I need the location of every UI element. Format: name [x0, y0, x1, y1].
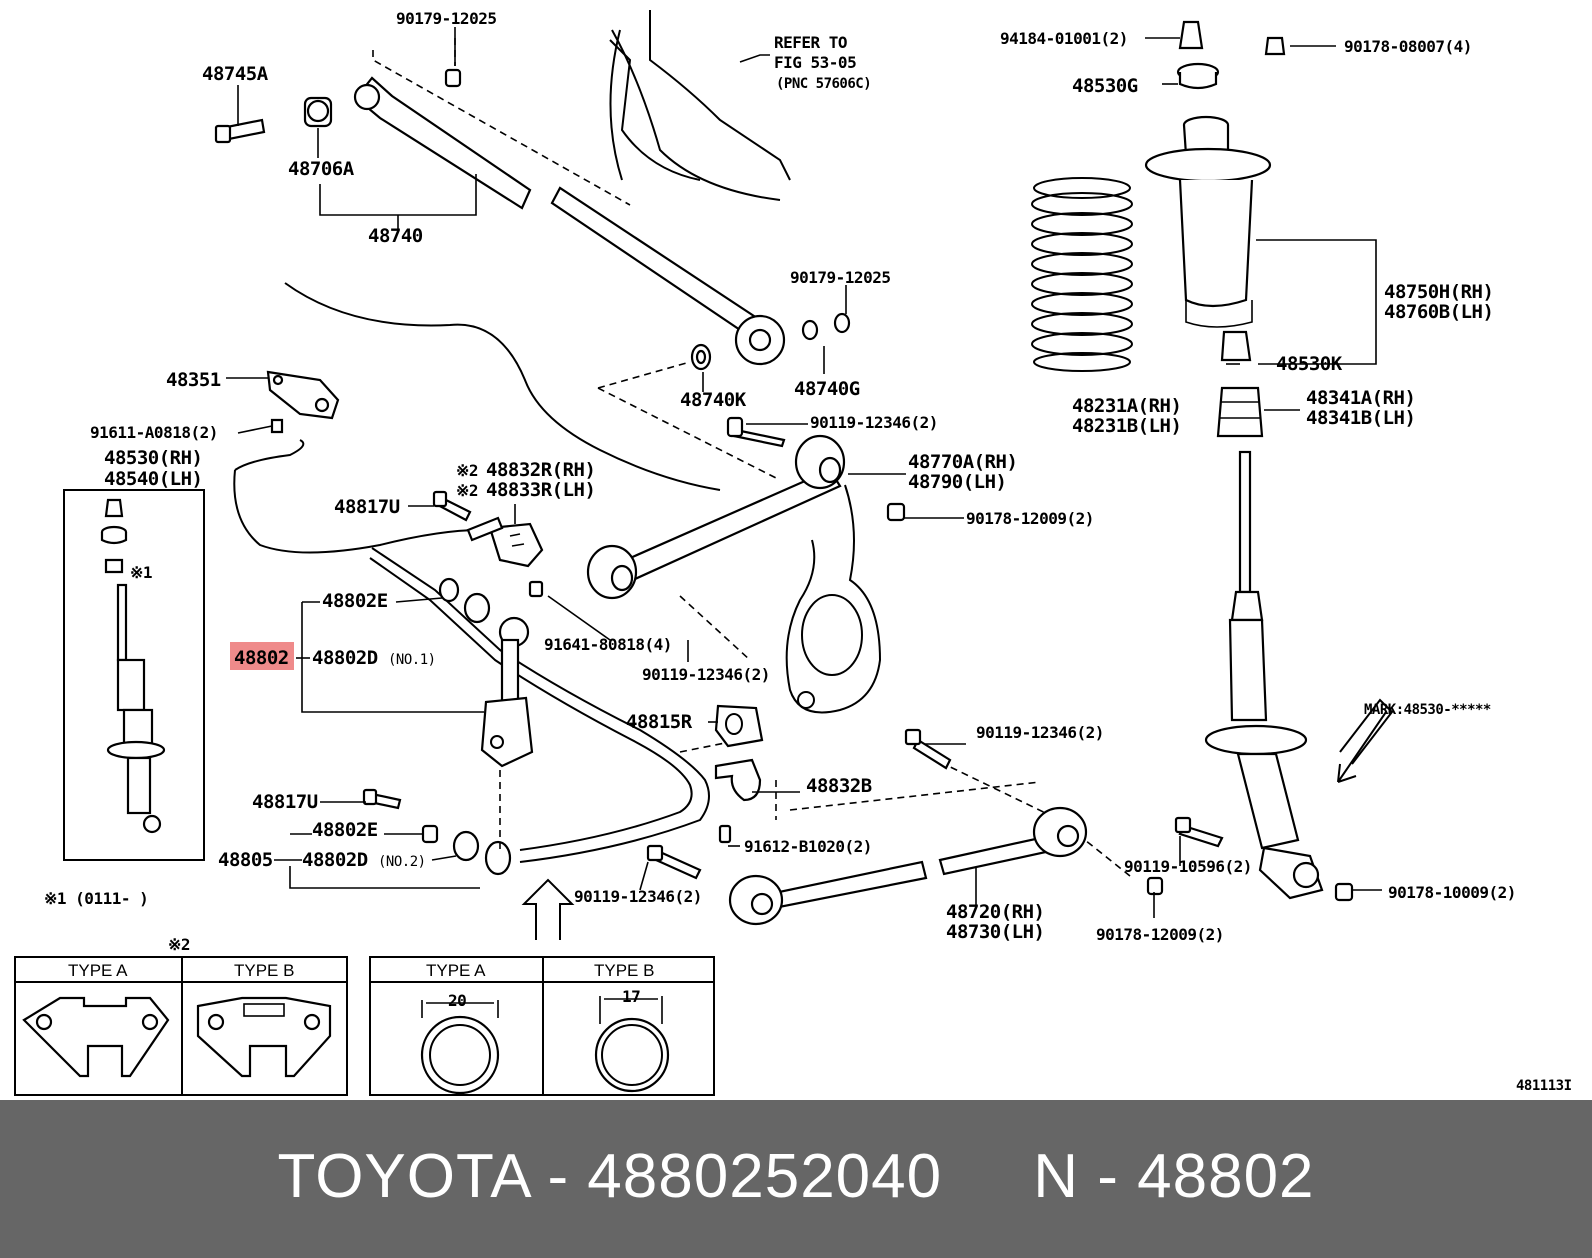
label-no1: (NO.1)	[388, 652, 436, 668]
label-48802E-b: 48802E	[312, 819, 378, 841]
label-48817U-a: 48817U	[334, 496, 400, 518]
stabilizer-bushing-48815R	[714, 704, 764, 748]
type-b-header-2: TYPE B	[594, 961, 654, 980]
stabilizer-bar-48805	[369, 547, 710, 876]
label-mark: MARK:48530-*****	[1364, 702, 1491, 718]
label-90119-12346-b: 90119-12346(2)	[642, 665, 770, 684]
label-90179-12025-mid: 90179-12025	[790, 268, 890, 287]
ref-note-line2: FIG 53-05	[774, 53, 856, 72]
label-94184-01001: 94184-01001(2)	[1000, 29, 1128, 48]
label-90178-12009-b: 90178-12009(2)	[1096, 925, 1224, 944]
parts-diagram: 90179-12025 48745A 48706A 48740 REFER TO…	[14, 9, 1572, 1096]
label-90178-08007: 90178-08007(4)	[1344, 37, 1472, 56]
label-no2: (NO.2)	[378, 854, 426, 870]
dim-17: 17	[622, 987, 640, 1006]
label-48790: 48790(LH)	[908, 471, 1006, 493]
shock-mount-top	[1144, 20, 1286, 362]
retainer-type-box	[14, 956, 348, 1096]
label-48745A: 48745A	[202, 63, 269, 85]
label-48540-lh: 48540(LH)	[104, 468, 202, 490]
shock-absorber-right	[1204, 450, 1324, 900]
upper-control-arm-48740	[214, 68, 786, 366]
label-48815R: 48815R	[626, 711, 693, 733]
label-48530K: 48530K	[1276, 353, 1343, 375]
label-91641-80818: 91641-80818(4)	[544, 635, 672, 654]
nut-48740G	[801, 312, 851, 341]
label-48817U-b: 48817U	[252, 791, 318, 813]
carrier-knuckle	[785, 484, 882, 714]
stabilizer-link-48802	[438, 577, 534, 768]
coil-spring-48231	[1031, 177, 1133, 372]
label-48740G: 48740G	[794, 378, 860, 400]
label-48802E-a: 48802E	[322, 590, 388, 612]
label-48530G: 48530G	[1072, 75, 1138, 97]
highlight-48802	[230, 642, 294, 670]
bump-stopper-48341	[1216, 386, 1264, 438]
label-90119-12346-d: 90119-12346(2)	[574, 887, 702, 906]
label-48802D-b: 48802D	[302, 849, 368, 871]
label-90119-12346-a: 90119-12346(2)	[810, 413, 938, 432]
shock-detail-box	[63, 489, 205, 861]
label-48832B: 48832B	[806, 775, 872, 797]
leader-lines	[226, 27, 1382, 918]
ref-note-line1: REFER TO	[774, 33, 847, 52]
label-48530-rh: 48530(RH)	[104, 447, 202, 469]
label-48341B: 48341B(LH)	[1306, 407, 1415, 429]
label-48805: 48805	[218, 849, 273, 871]
label-48740: 48740	[368, 225, 423, 247]
dim-20: 20	[448, 991, 466, 1010]
type-a-header-2: TYPE A	[426, 961, 486, 980]
label-48760B: 48760B(LH)	[1384, 301, 1493, 323]
lower-bolts	[362, 728, 1354, 902]
part-number-caption: TOYOTA - 4880252040 N - 48802	[277, 1141, 1315, 1211]
label-48730: 48730(LH)	[946, 921, 1044, 943]
stabilizer-bracket-48832B	[714, 758, 762, 802]
star1-marker: ※1	[130, 563, 152, 582]
label-91611-A0818: 91611-A0818(2)	[90, 423, 218, 442]
bushing-type-box	[369, 956, 715, 1096]
label-90178-10009: 90178-10009(2)	[1388, 883, 1516, 902]
label-90119-12346-c: 90119-12346(2)	[976, 723, 1104, 742]
label-48802: 48802	[234, 647, 289, 669]
label-48740K: 48740K	[680, 389, 747, 411]
lateral-arm-48770A	[586, 416, 906, 600]
bracket-48351	[266, 370, 340, 434]
stabilizer-bushing-bracket	[432, 490, 544, 598]
star2-b: ※2	[456, 481, 478, 500]
label-91612-B1020: 91612-B1020(2)	[744, 837, 872, 856]
label-48706A: 48706A	[288, 158, 355, 180]
note-star2: ※2	[168, 935, 190, 954]
note-star1: ※1 (0111- )	[44, 889, 148, 908]
view-arrow-icon	[521, 878, 575, 940]
type-b-header-1: TYPE B	[234, 961, 294, 980]
star2-a: ※2	[456, 461, 478, 480]
label-90179-12025-top: 90179-12025	[396, 9, 496, 28]
callout-labels: 90179-12025 48745A 48706A 48740 REFER TO…	[44, 9, 1572, 1094]
type-a-header-1: TYPE A	[68, 961, 128, 980]
label-48832R: 48832R(RH)	[486, 459, 595, 481]
part-footer-bar: TOYOTA - 4880252040 N - 48802	[0, 1100, 1592, 1258]
mark-arrow-icon	[1337, 711, 1387, 783]
figure-number: 481113I	[1516, 1078, 1572, 1094]
label-48802D-a: 48802D	[312, 647, 378, 669]
label-90178-12009-a: 90178-12009(2)	[966, 509, 1094, 528]
label-48341A: 48341A(RH)	[1306, 387, 1415, 409]
body-panel-outline	[233, 10, 791, 554]
label-48231B: 48231B(LH)	[1072, 415, 1181, 437]
bushing-48740K	[690, 343, 712, 371]
label-90119-10596: 90119-10596(2)	[1124, 857, 1252, 876]
label-48720: 48720(RH)	[946, 901, 1044, 923]
lower-control-arm-48720	[728, 806, 1088, 926]
label-48351: 48351	[166, 369, 221, 391]
label-48750H: 48750H(RH)	[1384, 281, 1493, 303]
ref-note-line3: (PNC 57606C)	[776, 76, 871, 92]
label-48231A: 48231A(RH)	[1072, 395, 1181, 417]
label-48770A: 48770A(RH)	[908, 451, 1017, 473]
label-48833R: 48833R(LH)	[486, 479, 595, 501]
